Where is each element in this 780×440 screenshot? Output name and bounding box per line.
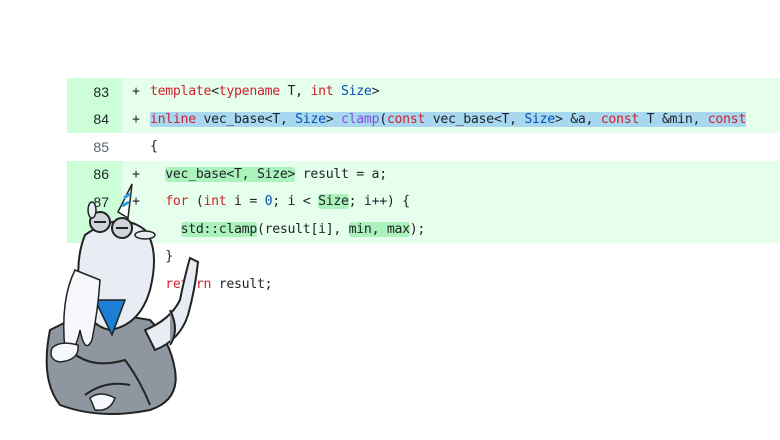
diff-line-86[interactable]: 86 + vec_base<T, Size> result = a; [67,160,780,188]
diff-line-89[interactable]: } [67,243,780,271]
diff-line-84[interactable]: 84 + inline vec_base<T, Size> clamp(cons… [67,105,780,133]
diff-line-83[interactable]: 83 + template<typename T, int Size> [67,78,780,106]
gopher-unicorn-mascot-icon [45,183,200,415]
line-number[interactable]: 84 [67,105,122,133]
add-marker: + [132,84,140,100]
line-number[interactable]: 85 [93,138,109,155]
code-line: { [150,139,158,155]
code-line: } [150,249,173,265]
add-marker: + [132,166,140,182]
add-marker: + [132,194,140,210]
code-line: std::clamp(result[i], min, max); [180,221,426,237]
diff-view: 83 + template<typename T, int Size> 84 +… [67,78,780,298]
line-number[interactable]: 83 [67,78,122,106]
diff-line-87[interactable]: 87 + for (int i = 0; i < Size; i++) { [67,188,780,216]
add-marker: + [132,111,140,127]
code-line-selected: inline vec_base<T, Size> clamp(const vec… [150,111,746,127]
line-number[interactable]: 86 [67,160,122,188]
code-line: template<typename T, int Size> [150,84,380,100]
code-line: for (int i = 0; i < Size; i++) { [165,194,410,210]
diff-line-85[interactable]: 85 { [67,133,780,161]
code-line: vec_base<T, Size> result = a; [165,166,387,182]
